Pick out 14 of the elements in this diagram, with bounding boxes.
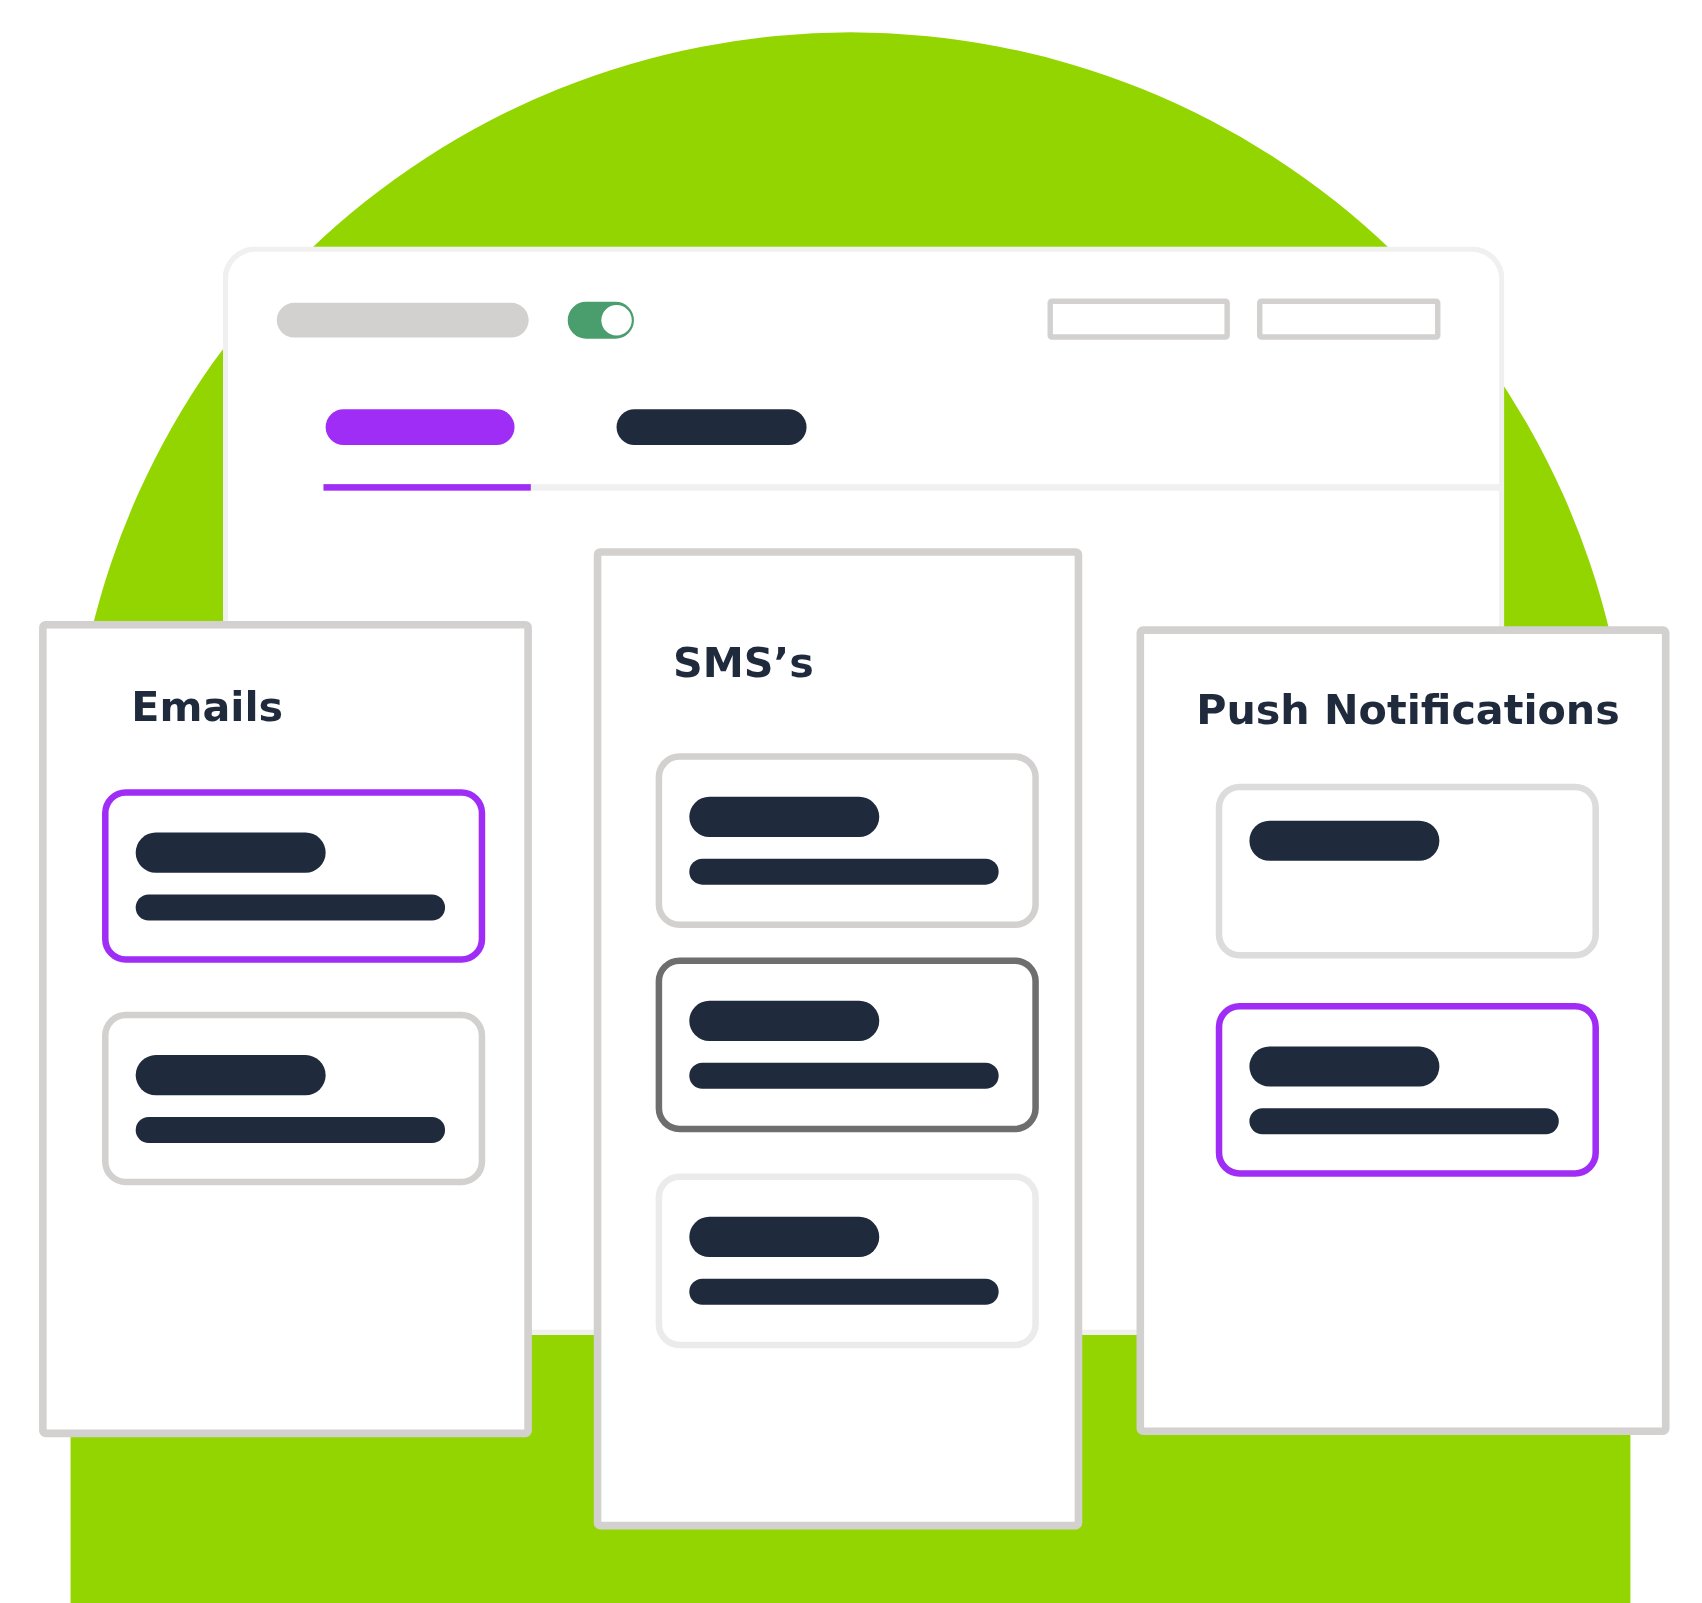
message-card [1215, 783, 1599, 959]
message-card [102, 789, 486, 963]
channel-panel [1136, 626, 1670, 1436]
panel-title: Emails [131, 686, 284, 728]
message-card [655, 957, 1039, 1133]
message-card [1215, 1003, 1599, 1177]
message-card [655, 1173, 1039, 1349]
message-card [102, 1011, 486, 1186]
panel-title: Push Notifications [1196, 689, 1620, 731]
channel-panel [593, 548, 1083, 1530]
message-card [655, 753, 1039, 929]
channel-panel [39, 620, 532, 1438]
panel-title: SMS’s [673, 642, 814, 684]
app-window [222, 246, 1505, 546]
